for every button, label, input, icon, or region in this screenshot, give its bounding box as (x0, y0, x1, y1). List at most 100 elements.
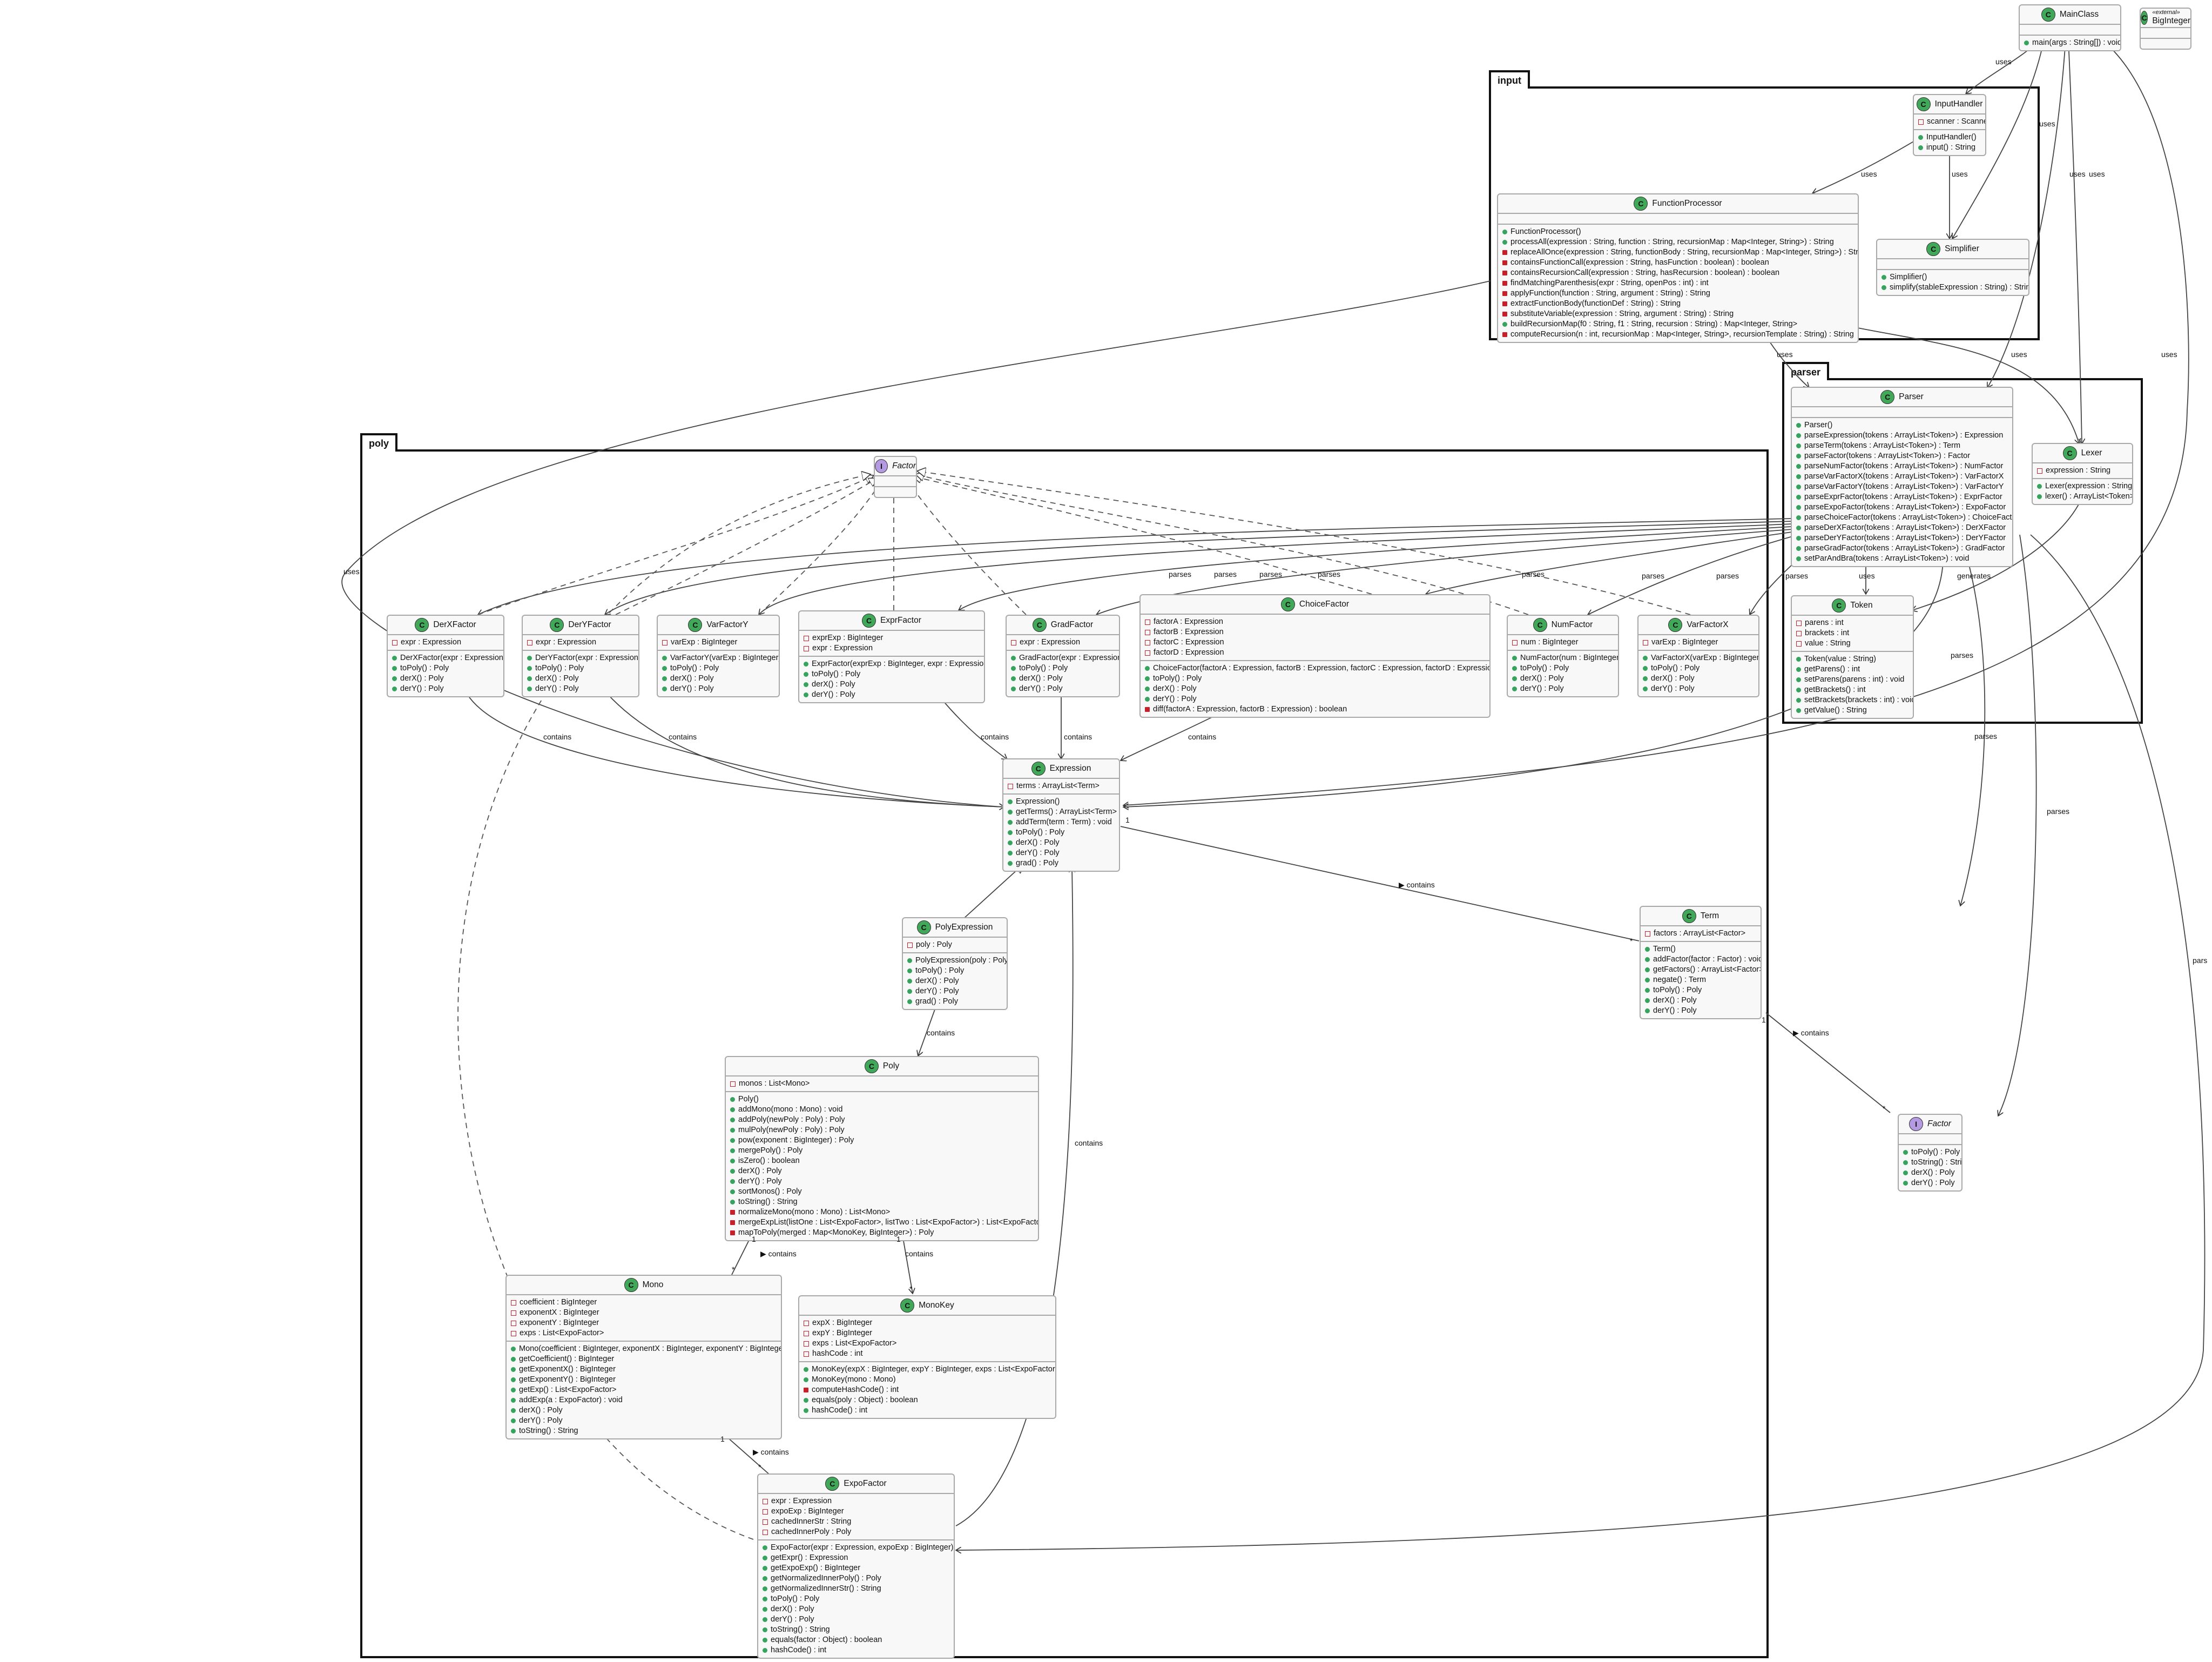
public-visibility-icon (730, 1159, 735, 1163)
method-text: MonoKey(expX : BigInteger, expY : BigInt… (812, 1365, 1056, 1374)
method-row: parseTerm(tokens : ArrayList<Token>) : T… (1796, 441, 2008, 451)
method-text: computeRecursion(n : int, recursionMap :… (1510, 330, 1854, 339)
fields-section (1899, 1134, 1961, 1145)
public-visibility-icon (1903, 1170, 1908, 1175)
class-name-wrap: VarFactorY (706, 620, 748, 630)
method-text: derY() : Poly (812, 690, 855, 699)
field-row: factors : ArrayList<Factor> (1645, 928, 1756, 939)
label-parses-factor2: parses (2047, 807, 2070, 816)
public-visibility-icon (1796, 433, 1801, 438)
edge-parser-dery (605, 521, 1792, 615)
methods-section: FunctionProcessor()processAll(expression… (1498, 225, 1858, 342)
method-row: derX() : Poly (1903, 1168, 1957, 1178)
public-visibility-icon (763, 1617, 767, 1622)
public-visibility-icon (662, 687, 667, 691)
method-text: derY() : Poly (1911, 1179, 1955, 1187)
private-visibility-icon (804, 1388, 808, 1392)
method-row: VarFactorX(varExp : BigInteger) (1643, 653, 1758, 663)
field-row: exponentY : BigInteger (511, 1318, 777, 1328)
method-text: grad() : Poly (915, 997, 958, 1006)
class-name: DerYFactor (568, 620, 611, 629)
method-row: computeRecursion(n : int, recursionMap :… (1502, 329, 1854, 340)
method-row: derY() : Poly (763, 1614, 949, 1625)
fields-section: expr : Expression (1007, 635, 1119, 651)
label-parses-num: parses (1642, 571, 1665, 580)
method-text: parseTerm(tokens : ArrayList<Token>) : T… (1804, 441, 1961, 450)
label-contains-term: ▶ contains (1399, 880, 1435, 889)
method-row: derY() : Poly (1008, 848, 1115, 858)
method-text: derX() : Poly (1651, 674, 1695, 683)
public-visibility-icon (1008, 830, 1013, 835)
public-visibility-icon (804, 682, 808, 687)
private-visibility-icon (804, 1341, 809, 1347)
edge-num-implements (915, 474, 1529, 615)
method-row: computeHashCode() : int (804, 1385, 1051, 1395)
class-name: ExpoFactor (844, 1479, 887, 1488)
public-visibility-icon (1796, 495, 1801, 500)
method-row: parseExprFactor(tokens : ArrayList<Token… (1796, 492, 2008, 502)
method-row: derX() : Poly (511, 1405, 777, 1416)
method-text: derY() : Poly (1520, 684, 1564, 693)
method-text: input() : String (1926, 143, 1976, 152)
method-row: addExp(a : ExpoFactor) : void (511, 1395, 777, 1405)
edge-mono-expofactor (723, 1434, 770, 1475)
label-parses-expofactor: pars (2193, 956, 2208, 965)
field-row: exps : List<ExpoFactor> (511, 1328, 777, 1338)
field-text: varExp : BigInteger (1651, 638, 1718, 647)
method-row: derY() : Poly (804, 690, 980, 700)
private-visibility-icon (511, 1330, 516, 1336)
method-text: negate() : Term (1653, 975, 1707, 984)
methods-section: ExprFactor(exprExp : BigInteger, expr : … (799, 657, 984, 702)
fields-section: num : BigInteger (1508, 635, 1618, 651)
public-visibility-icon (511, 1388, 516, 1392)
public-visibility-icon (1008, 840, 1013, 845)
field-text: varExp : BigInteger (671, 638, 738, 647)
method-row: toPoly() : Poly (1512, 663, 1614, 674)
field-row: expoExp : BigInteger (763, 1506, 949, 1517)
label-contains-mono: ▶ contains (760, 1249, 797, 1258)
method-text: derY() : Poly (400, 684, 444, 693)
method-text: DerYFactor(expr : Expression) (535, 654, 639, 662)
method-row: main(args : String[]) : void (2024, 38, 2120, 48)
method-row: toPoly() : Poly (392, 663, 499, 674)
method-row: extractFunctionBody(functionDef : String… (1502, 299, 1853, 309)
field-text: expression : String (2046, 466, 2111, 475)
method-text: FunctionProcessor() (1510, 227, 1581, 236)
public-visibility-icon (1796, 464, 1801, 469)
method-row: parseDerXFactor(tokens : ArrayList<Token… (1796, 523, 2008, 533)
method-text: parseExpression(tokens : ArrayList<Token… (1804, 431, 2004, 440)
fields-section: terms : ArrayList<Term> (1003, 779, 1119, 795)
class-biginteger[interactable]: C«external»BigInteger (2140, 8, 2191, 50)
label-contains-expr: contains (981, 732, 1009, 741)
public-visibility-icon (1008, 861, 1013, 866)
class-name-wrap: Expression (1050, 763, 1091, 774)
edge-derx-implements (477, 475, 874, 615)
method-row: diff(factorA : Expression, factorB : Exp… (1145, 704, 1485, 715)
